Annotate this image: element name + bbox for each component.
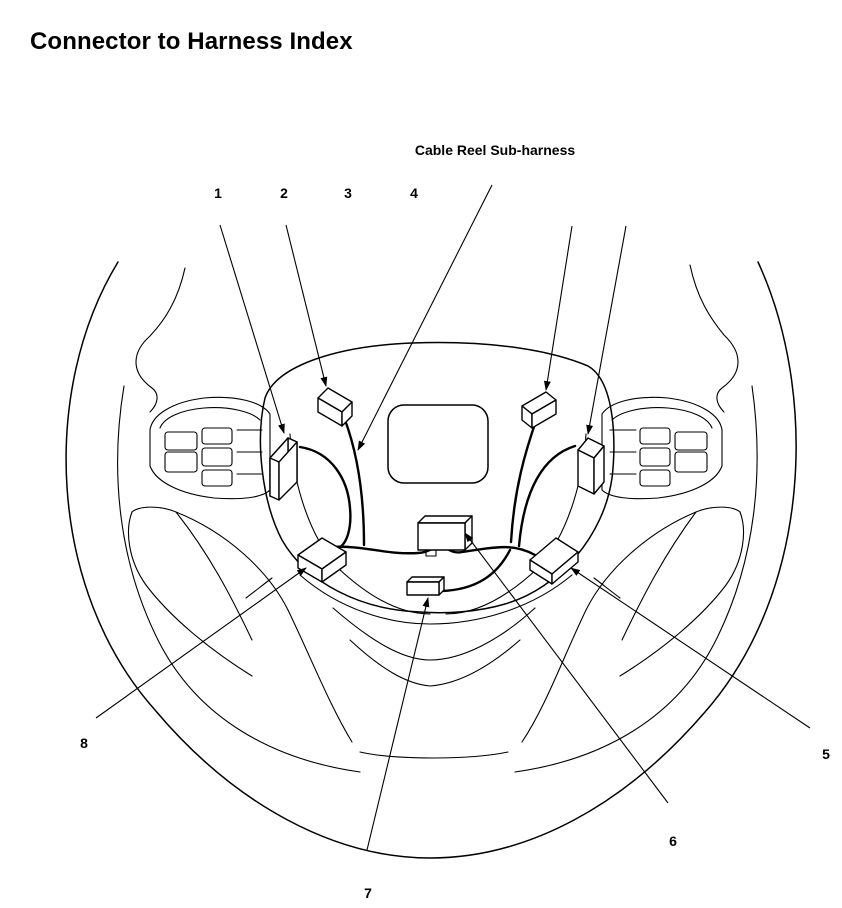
connector-8 (297, 537, 347, 583)
connector-6 (417, 515, 473, 557)
wheel-rim (65, 261, 797, 859)
left-switch-pad (149, 396, 271, 500)
page-title: Connector to Harness Index (30, 28, 353, 55)
connector-2 (317, 387, 353, 427)
connector-1 (269, 437, 298, 501)
connector-4 (577, 437, 605, 495)
callout-5: 5 (822, 746, 830, 762)
callout-7: 7 (364, 885, 372, 901)
wheel-spokes (127, 506, 745, 743)
callout-1: 1 (214, 185, 222, 201)
right-switch-pad (601, 396, 723, 500)
callout-8: 8 (80, 735, 88, 751)
center-hub (259, 341, 615, 687)
connector-7 (406, 576, 445, 596)
leader-lines (95, 184, 811, 851)
connector-3 (521, 391, 557, 429)
callout-3: 3 (344, 185, 352, 201)
callout-6: 6 (669, 833, 677, 849)
horn-emblem (387, 404, 489, 484)
callout-2: 2 (280, 185, 288, 201)
sub-harness-label: Cable Reel Sub-harness (415, 142, 575, 158)
connector-5 (529, 537, 579, 585)
callout-4: 4 (410, 185, 418, 201)
